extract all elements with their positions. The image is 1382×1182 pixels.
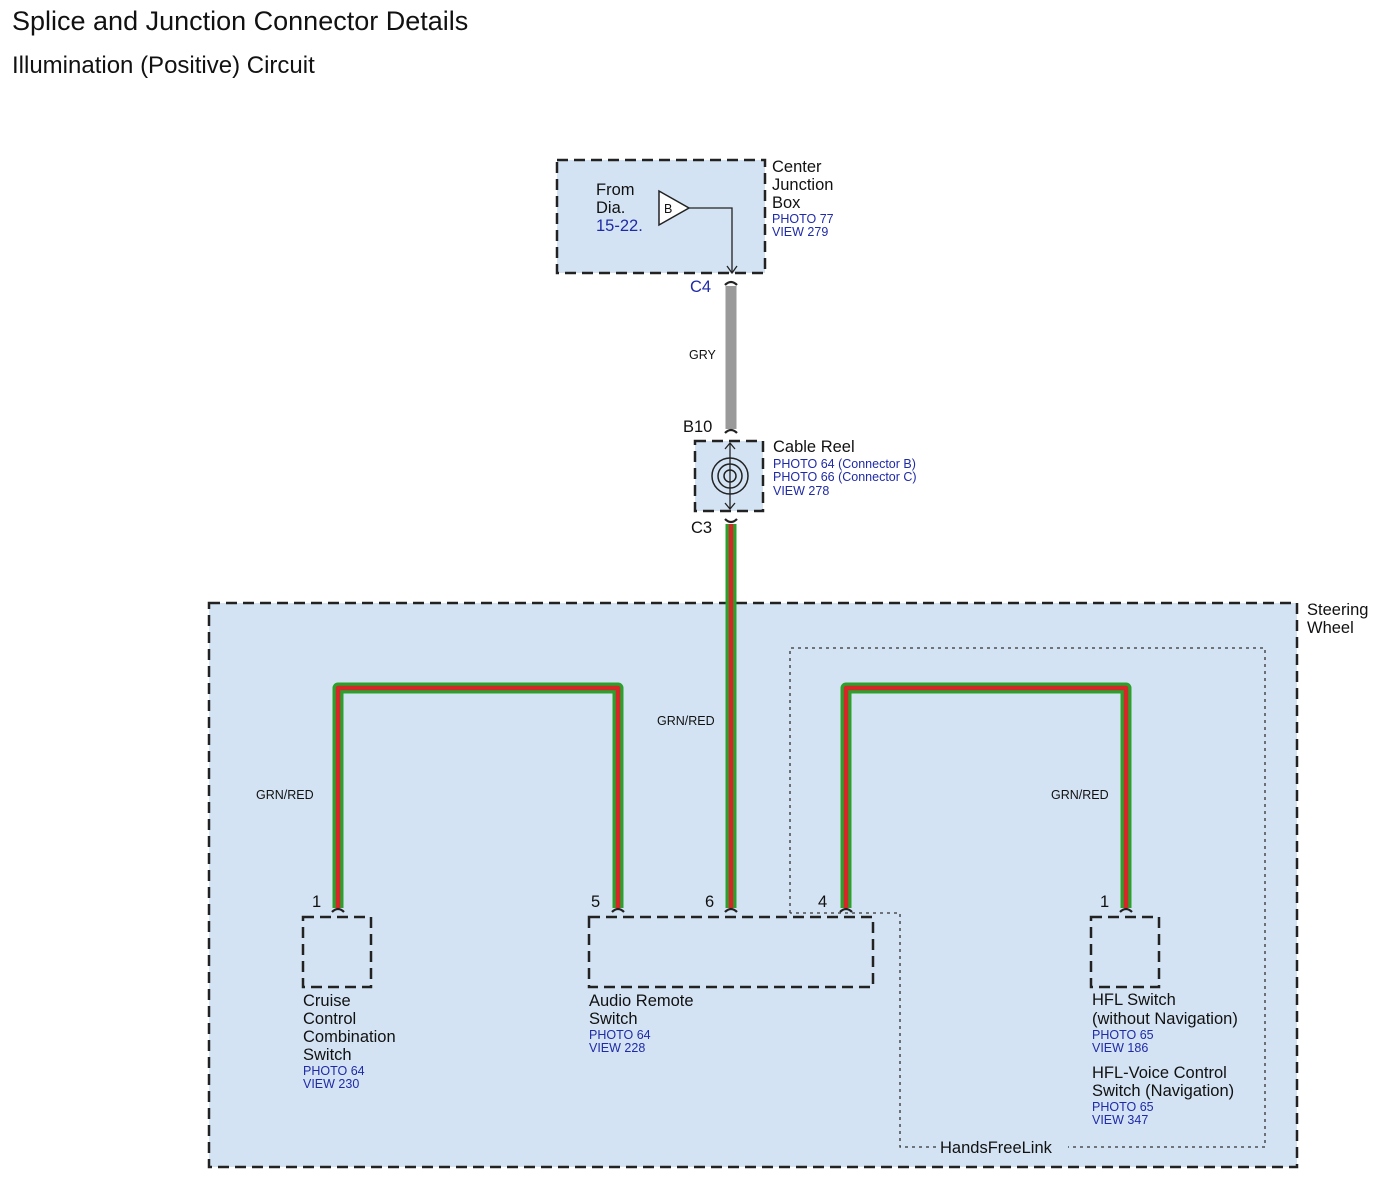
audio-pin-6: 6 (705, 893, 714, 911)
hfl-switch-box (1089, 915, 1161, 989)
handsfreelink-region (789, 647, 1266, 1148)
connector-c3-icon (724, 518, 738, 524)
connector-c4-icon (724, 280, 738, 286)
internal-wire (689, 207, 733, 273)
audio-remote-switch-label: Audio Remote Switch (589, 992, 698, 1028)
wire-gry-label: GRY (689, 348, 717, 362)
wire-grn-red-main-label: GRN/RED (657, 714, 715, 728)
pin-caps (331, 907, 1133, 913)
from-diagram-label: From Dia. (596, 181, 639, 217)
arrow-icon (726, 265, 738, 275)
audio-pin-5: 5 (591, 893, 600, 911)
coil-icon (711, 441, 749, 511)
cable-reel-box (693, 439, 765, 513)
wire-grn-red-left (332, 682, 624, 908)
cruise-control-switch-label: Cruise Control Combination Switch (303, 992, 400, 1064)
page-subtitle: Illumination (Positive) Circuit (12, 52, 315, 79)
connector-b10-icon (724, 428, 738, 434)
steering-wheel-label: Steering Wheel (1307, 601, 1373, 637)
connector-c4-label: C4 (690, 278, 711, 296)
audio-remote-switch-refs[interactable]: PHOTO 64 VIEW 228 (589, 1028, 654, 1055)
hfl-pin-1: 1 (1100, 893, 1109, 911)
wire-grn-red-right (840, 682, 1132, 908)
steering-wheel-region (207, 601, 1299, 1169)
wire-grn-red-left-label: GRN/RED (256, 788, 314, 802)
cable-reel-refs[interactable]: PHOTO 64 (Connector B) PHOTO 66 (Connect… (773, 457, 920, 498)
hfl-switch-refs[interactable]: PHOTO 65 VIEW 186 (1092, 1028, 1157, 1055)
cruise-pin-1: 1 (312, 893, 321, 911)
center-junction-box-refs[interactable]: PHOTO 77 VIEW 279 (772, 212, 837, 239)
audio-pin-4: 4 (818, 893, 827, 911)
terminal-label: B (664, 202, 672, 216)
audio-remote-switch-box (587, 915, 875, 989)
center-junction-box-label: Center Junction Box (772, 158, 838, 212)
page-title: Splice and Junction Connector Details (12, 6, 468, 36)
cruise-control-switch-box (301, 915, 373, 989)
connector-c3-label: C3 (691, 519, 712, 537)
wire-grn-red-right-label: GRN/RED (1051, 788, 1109, 802)
terminal-triangle-icon (658, 189, 691, 227)
cruise-control-switch-refs[interactable]: PHOTO 64 VIEW 230 (303, 1064, 368, 1091)
cable-reel-label: Cable Reel (773, 438, 855, 456)
connector-b10-label: B10 (683, 418, 712, 436)
from-diagram-link[interactable]: 15-22. (596, 217, 643, 235)
handsfreelink-label: HandsFreeLink (940, 1139, 1053, 1157)
hfl-voice-control-switch-label: HFL-Voice Control Switch (Navigation) (1092, 1064, 1234, 1100)
hfl-voice-control-switch-refs[interactable]: PHOTO 65 VIEW 347 (1092, 1100, 1157, 1127)
hfl-switch-label: HFL Switch (without Navigation) (1092, 991, 1238, 1028)
